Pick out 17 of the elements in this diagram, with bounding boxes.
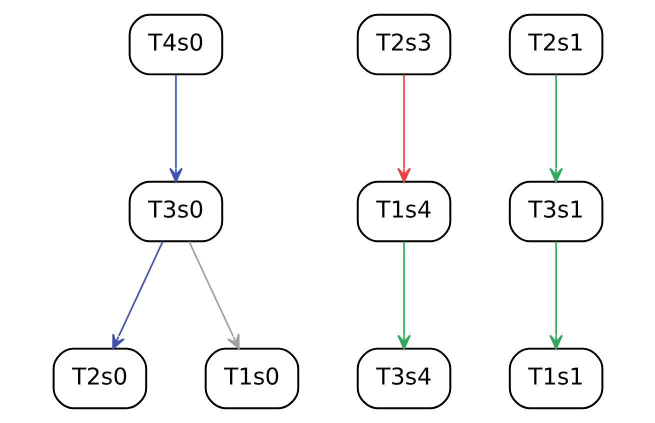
arrow [396, 242, 410, 350]
node-box: T2s3 [356, 14, 451, 76]
arrow [548, 242, 562, 350]
arrow [548, 74, 562, 182]
node-box: T3s0 [128, 180, 223, 242]
node-box: T3s1 [508, 180, 603, 242]
node-box: T1s1 [508, 348, 603, 410]
arrow [188, 241, 240, 350]
node-box: T4s0 [128, 14, 223, 76]
arrow [112, 241, 163, 350]
arrow [168, 74, 182, 182]
arrow [396, 74, 410, 182]
node-box: T2s1 [508, 14, 603, 76]
node-box: T1s0 [204, 348, 299, 410]
node-box: T2s0 [52, 348, 147, 410]
node-box: T1s4 [356, 180, 451, 242]
node-box: T3s4 [356, 348, 451, 410]
